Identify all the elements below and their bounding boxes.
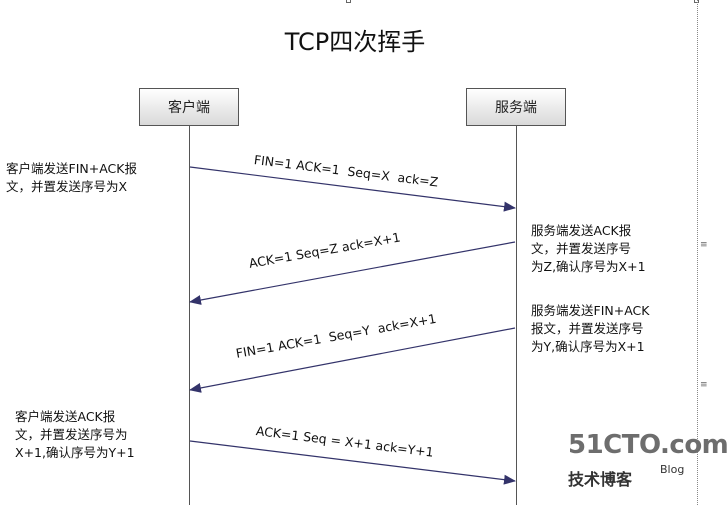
selection-handle-top[interactable] — [346, 0, 351, 3]
client-box: 客户端 — [139, 88, 239, 126]
note-line: 客户端发送ACK报 — [15, 409, 116, 424]
note-line: 文，并置发送序号 — [531, 241, 632, 256]
page-edge-line — [697, 0, 698, 505]
client-lifeline — [189, 126, 190, 505]
note-line: 为Z,确认序号为X+1 — [531, 259, 646, 274]
note-line: 服务端发送ACK报 — [531, 223, 632, 238]
watermark-subtitle: 技术博客 — [568, 470, 633, 489]
selection-handle-top-right[interactable] — [694, 0, 699, 3]
client-label: 客户端 — [168, 100, 210, 116]
server-box: 服务端 — [466, 88, 566, 126]
edge-marker: ≡ — [700, 240, 708, 250]
note-line: 客户端发送FIN+ACK报 — [6, 161, 137, 176]
server-note-1: 服务端发送ACK报 文，并置发送序号 为Z,确认序号为X+1 — [531, 222, 646, 276]
server-note-2: 服务端发送FIN+ACK 报文，并置发送序号 为Y,确认序号为X+1 — [531, 302, 649, 356]
client-note-1: 客户端发送FIN+ACK报 文，并置发送序号为X — [6, 160, 137, 196]
server-lifeline — [516, 126, 517, 505]
arrow-ack-client-to-server — [189, 440, 516, 485]
watermark-blog: Blog — [660, 463, 685, 476]
note-line: 服务端发送FIN+ACK — [531, 303, 650, 318]
diagram-title: TCP四次挥手 — [284, 28, 426, 56]
message-arrows — [189, 166, 516, 485]
arrow-fin-server-to-client — [189, 327, 516, 393]
arrow-fin-client-to-server — [189, 166, 516, 212]
note-line: 为Y,确认序号为X+1 — [531, 339, 645, 354]
client-note-2: 客户端发送ACK报 文，并置发送序号为 X+1,确认序号为Y+1 — [15, 408, 135, 462]
note-line: 文，并置发送序号为X — [6, 179, 128, 194]
note-line: 文，并置发送序号为 — [15, 427, 128, 442]
edge-marker: ≡ — [700, 380, 708, 390]
arrow-ack-server-to-client — [189, 241, 516, 305]
watermark-logo: 51CTO.com — [568, 430, 728, 460]
tcp-four-way-handshake-diagram: ≡ ≡ TCP四次挥手 客户端 服务端 FIN=1 ACK=1 Seq=X ac… — [6, 0, 728, 505]
note-line: 报文，并置发送序号 — [531, 321, 644, 336]
note-line: X+1,确认序号为Y+1 — [15, 445, 135, 460]
server-label: 服务端 — [495, 100, 537, 116]
